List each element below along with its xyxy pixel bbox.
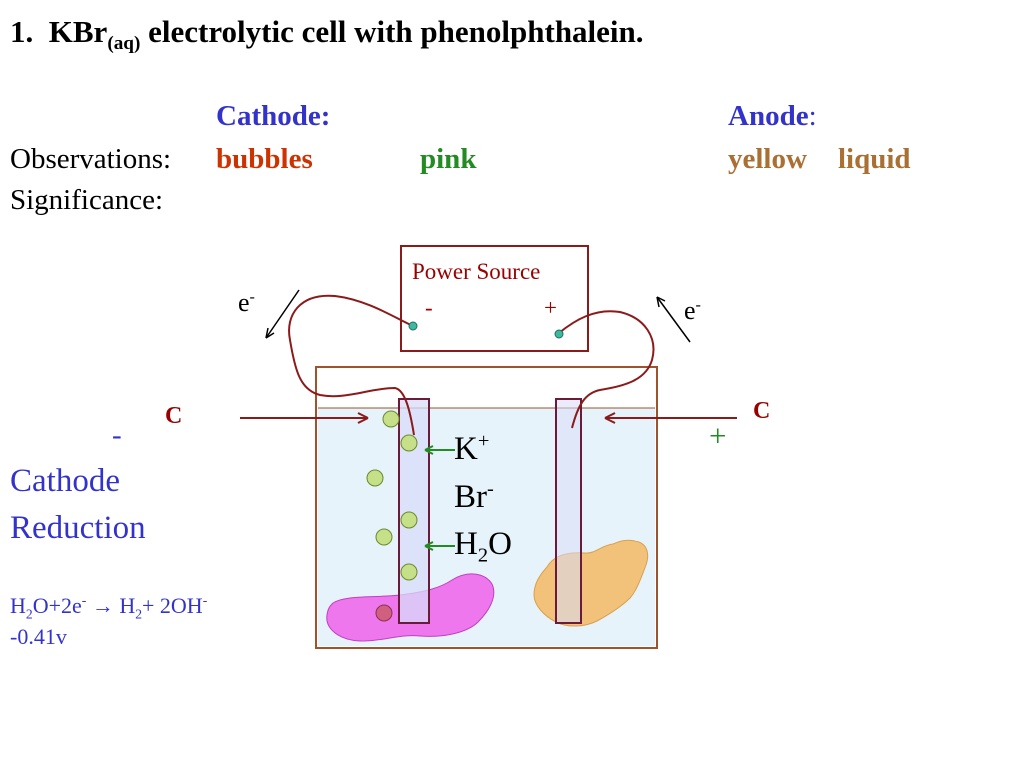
eq-sub: 2 — [135, 606, 143, 622]
electron-label-left-sup: - — [249, 288, 255, 306]
ion-arrow-h2o-head — [424, 541, 434, 551]
water-sub: 2 — [477, 544, 489, 567]
ion-potassium-symbol: K — [454, 431, 478, 467]
ion-bromide-symbol: Br — [454, 479, 487, 515]
ion-bromide-charge: - — [487, 478, 494, 500]
cathode-wire — [288, 294, 415, 436]
eq-part: O+2e — [32, 593, 82, 618]
molecule-water: H2O — [454, 526, 512, 566]
ion-arrow-k-head — [424, 445, 434, 455]
title-number: 1. — [10, 14, 34, 49]
title-formula: KBr — [48, 14, 108, 49]
half-reaction-equation: H2O+2e- → H2+ 2OH- — [10, 592, 208, 620]
power-minus-label: - — [425, 295, 433, 320]
bubble — [366, 469, 384, 487]
eq-sup: - — [202, 592, 208, 608]
observation-yellow: yellow — [728, 143, 807, 175]
eq-sup: - — [81, 592, 87, 608]
anode-sign: + — [709, 418, 727, 453]
eq-part: H — [10, 593, 26, 618]
electron-arrow-left — [265, 289, 300, 339]
observation-bubbles: bubbles — [216, 143, 313, 175]
eq-part: → H — [86, 593, 136, 618]
side-cathode-label: Cathode — [10, 463, 120, 499]
eq-sub: 2 — [25, 606, 33, 622]
cathode-terminal — [408, 321, 418, 331]
eq-part: + 2OH — [142, 593, 203, 618]
ion-potassium: K+ — [454, 430, 490, 467]
observation-liquid: liquid — [838, 143, 911, 175]
cathode-sign: - — [112, 419, 122, 451]
title-text: electrolytic cell with phenolphthalein. — [148, 14, 644, 49]
observation-pink: pink — [420, 143, 477, 175]
anode-terminal — [554, 329, 564, 339]
ion-potassium-charge: + — [477, 430, 490, 452]
reduction-potential: -0.41v — [10, 624, 67, 649]
significance-label: Significance: — [10, 184, 164, 216]
bubble — [400, 434, 418, 452]
electron-arrow-right — [656, 296, 691, 343]
bubble — [400, 563, 418, 581]
observations-label: Observations: — [10, 143, 172, 175]
anode-electrode — [555, 398, 582, 624]
electron-label-left: e- — [238, 288, 255, 317]
power-source-label: Power Source — [412, 259, 541, 284]
bubble-in-pink — [375, 604, 393, 622]
anode-header-colon: : — [808, 100, 817, 132]
electron-label-right-sup: - — [695, 296, 701, 314]
anode-header-text: Anode — [728, 100, 809, 132]
water-o: O — [488, 526, 512, 562]
cathode-pointer-head — [357, 412, 369, 424]
electron-label-right-e: e — [684, 296, 696, 325]
bubble — [382, 410, 400, 428]
slide-title: 1. KBr(aq) electrolytic cell with phenol… — [10, 14, 644, 53]
power-plus-label: + — [544, 295, 557, 320]
electron-arrow-left-head — [265, 327, 275, 339]
anode-header: Anode: — [728, 102, 817, 131]
cathode-carbon-label: C — [165, 403, 183, 429]
bubble — [400, 511, 418, 529]
anode-wire — [558, 310, 655, 429]
water-h: H — [454, 526, 478, 562]
electron-label-left-e: e — [238, 288, 250, 317]
anode-carbon-label: C — [753, 398, 771, 424]
side-reduction-label: Reduction — [10, 510, 146, 546]
electron-label-right: e- — [684, 296, 701, 325]
cathode-header: Cathode: — [216, 100, 331, 132]
anode-pointer-head — [604, 412, 616, 424]
ion-bromide: Br- — [454, 478, 494, 515]
title-formula-sub: (aq) — [107, 33, 141, 55]
bubble — [375, 528, 393, 546]
electron-arrow-right-head — [656, 296, 666, 308]
